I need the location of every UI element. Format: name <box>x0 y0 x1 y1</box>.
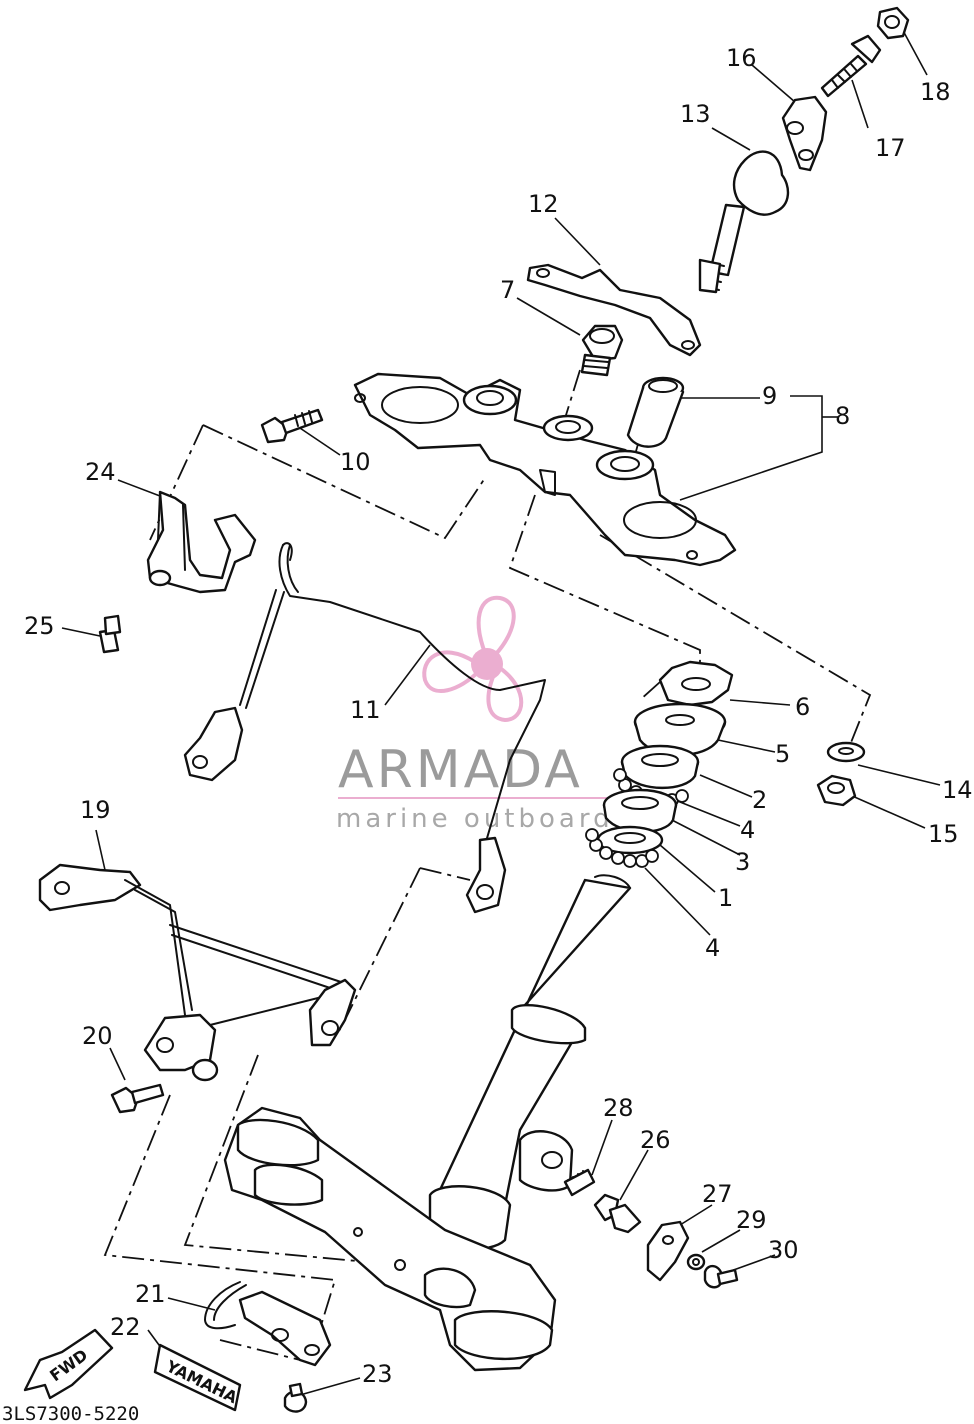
callout-23: 23 <box>362 1360 393 1388</box>
callout-22: 22 <box>110 1313 141 1341</box>
callout-18: 18 <box>920 78 951 106</box>
part-27-cover <box>646 1220 690 1282</box>
part-11-cable <box>183 542 546 914</box>
part-7-stem-bolt <box>580 324 624 377</box>
yamaha-emblem: YAMAHA <box>153 1343 242 1412</box>
callout-7: 7 <box>500 276 515 304</box>
callout-12: 12 <box>528 190 559 218</box>
part-8-upper-bracket <box>353 372 737 567</box>
callout-17: 17 <box>875 134 906 162</box>
steering-stem <box>223 874 632 1372</box>
part-9-collar <box>626 376 685 448</box>
callout-21: 21 <box>135 1280 166 1308</box>
part-29-washer <box>686 1253 706 1271</box>
callout-25: 25 <box>24 612 55 640</box>
callout-30: 30 <box>768 1236 799 1264</box>
callout-28: 28 <box>603 1094 634 1122</box>
part-12-meter-bracket <box>526 263 702 357</box>
part-10-bolt <box>260 408 324 444</box>
part-19-lower-bracket <box>38 863 357 1082</box>
callout-20: 20 <box>82 1022 113 1050</box>
callout-26: 26 <box>640 1126 671 1154</box>
part-14-washer <box>826 741 866 763</box>
part-21-clip <box>204 1281 247 1330</box>
part-16-handlebar-cap <box>781 95 828 172</box>
fwd-arrow-icon: FWD <box>23 1328 114 1400</box>
callout-27: 27 <box>702 1180 733 1208</box>
part-26-lock <box>593 1193 642 1234</box>
part-28-spring <box>563 1168 596 1197</box>
callout-15: 15 <box>928 820 959 848</box>
callout-29: 29 <box>736 1206 767 1234</box>
part-17-bolt <box>820 34 882 98</box>
part-3-race <box>602 788 678 833</box>
watermark-brand: ARMADA <box>338 740 583 800</box>
part-30-screw <box>703 1264 739 1289</box>
callouts: 1 2 3 4 4 5 6 7 8 9 10 11 12 13 14 15 16… <box>24 44 973 1388</box>
callout-8: 8 <box>835 402 850 430</box>
callout-13: 13 <box>680 100 711 128</box>
part-23-screw <box>283 1382 308 1413</box>
part-2-race <box>620 744 700 790</box>
part-22-emblem-holder <box>238 1290 332 1367</box>
callout-4: 4 <box>740 816 755 844</box>
callout-4b: 4 <box>705 934 720 962</box>
callout-1: 1 <box>718 884 733 912</box>
callout-11: 11 <box>350 696 381 724</box>
callout-24: 24 <box>85 458 116 486</box>
part-25-bolt <box>98 614 122 654</box>
callout-10: 10 <box>340 448 371 476</box>
armada-logo: ARMADA marine outboards <box>336 595 631 834</box>
part-6-ring-nut <box>658 660 734 707</box>
callout-14: 14 <box>942 776 973 804</box>
part-13-handlebar-holder <box>698 150 790 294</box>
callout-2: 2 <box>752 786 767 814</box>
watermark-tagline: marine outboards <box>336 804 631 834</box>
callout-16: 16 <box>726 44 757 72</box>
callout-9: 9 <box>762 382 777 410</box>
callout-5: 5 <box>775 740 790 768</box>
propeller-hub-icon <box>471 648 503 680</box>
diagram-code: 3LS7300-5220 <box>2 1403 139 1424</box>
callout-6: 6 <box>795 693 810 721</box>
part-4-lower-balls <box>585 828 659 868</box>
part-20-bolt <box>110 1083 165 1114</box>
part-18-nut <box>876 6 910 40</box>
propeller-logo-icon <box>422 595 524 723</box>
callout-19: 19 <box>80 796 111 824</box>
part-24-bracket <box>146 490 257 594</box>
callout-3: 3 <box>735 848 750 876</box>
part-15-nut <box>816 774 857 807</box>
